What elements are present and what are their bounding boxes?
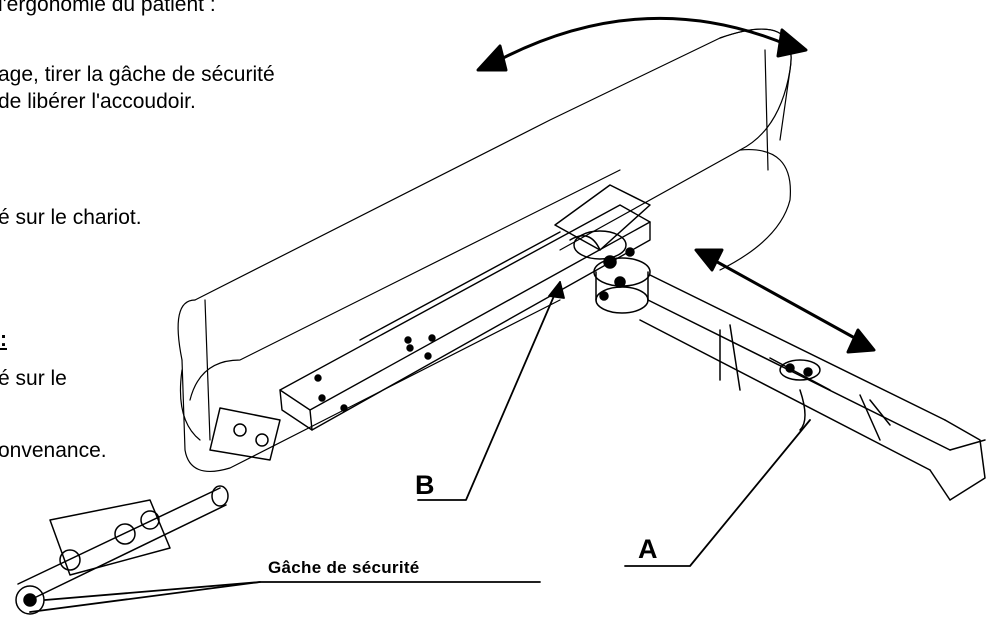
safety-latch xyxy=(15,407,281,615)
callout-label-a: A xyxy=(638,534,658,564)
section-heading-fragment: : xyxy=(0,328,7,351)
sliding-tube xyxy=(639,274,986,501)
slide-arrow xyxy=(694,248,876,354)
callout-label-gache: Gâche de sécurité xyxy=(268,558,420,577)
instruction-line-gache: age, tirer la gâche de sécurité xyxy=(0,63,275,86)
mounting-plate xyxy=(279,204,651,431)
instruction-line-ergonomie: l'ergonomie du patient : xyxy=(0,0,216,16)
armrest-pad xyxy=(177,28,792,472)
callout-label-b: B xyxy=(415,470,435,500)
leader-lines xyxy=(29,281,811,613)
instruction-line-chariot: é sur le chariot. xyxy=(0,206,142,229)
rotation-arrow xyxy=(476,16,808,72)
instruction-line-liberer: de libérer l'accoudoir. xyxy=(0,90,196,113)
instruction-line-sur-le: é sur le xyxy=(0,367,67,390)
instruction-line-convenance: onvenance. xyxy=(0,439,107,462)
